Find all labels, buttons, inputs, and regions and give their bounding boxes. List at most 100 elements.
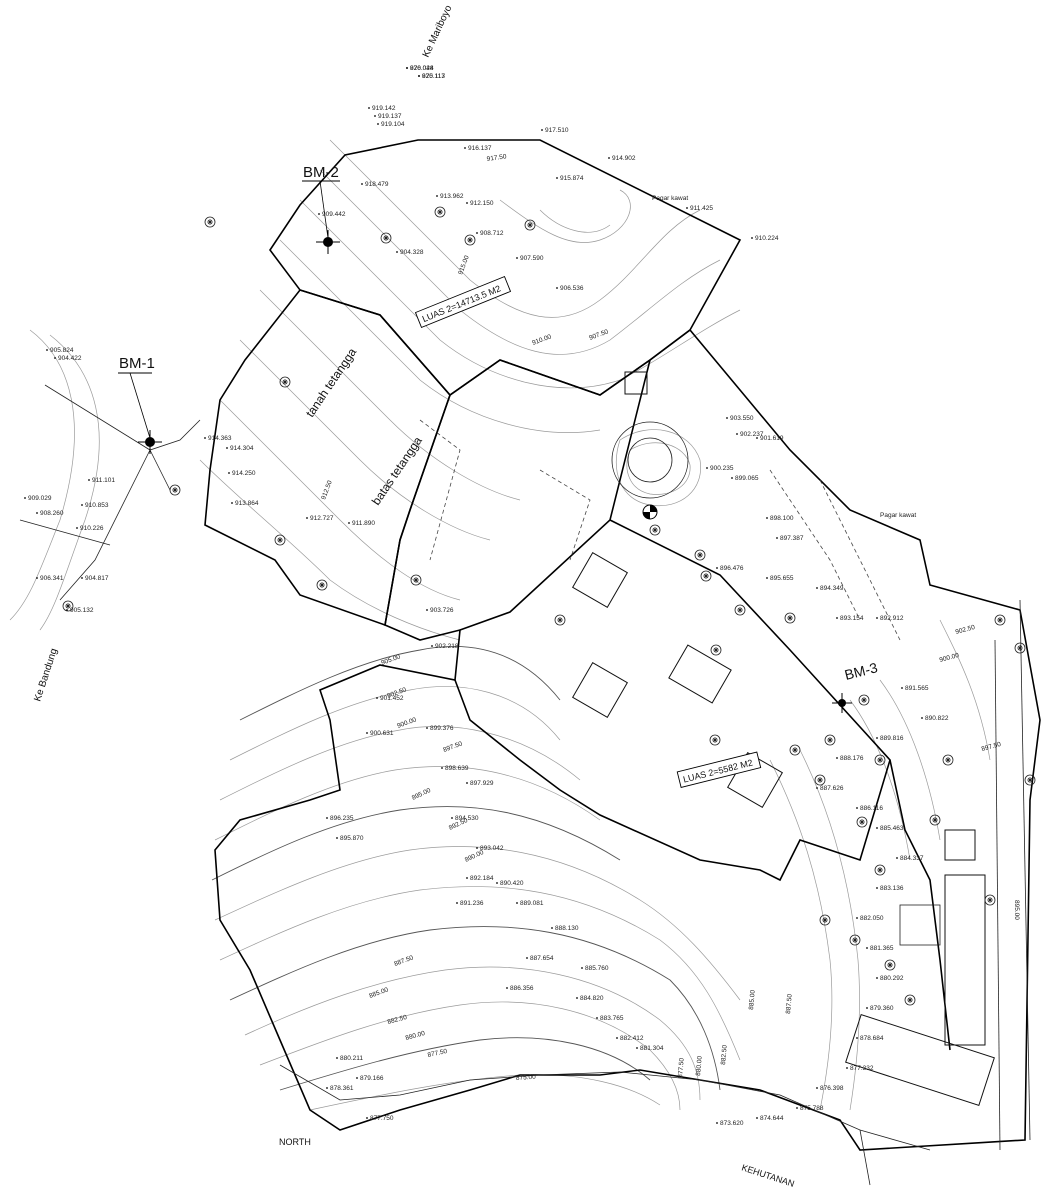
tree-icon-detail xyxy=(945,757,951,763)
tree-icon-detail xyxy=(1027,777,1033,783)
tree-icon xyxy=(434,206,446,218)
spot-height-point xyxy=(81,577,83,579)
spot-height-point xyxy=(431,645,433,647)
bm2-label: BM-2 xyxy=(303,164,339,181)
property-boundaries xyxy=(19,139,1041,1186)
spot-height-label: 881.365 xyxy=(870,945,894,952)
spot-height-point xyxy=(596,1017,598,1019)
spot-height-label: 918.479 xyxy=(365,181,389,188)
contour-label: 877.50 xyxy=(677,1057,686,1078)
tree-icon-detail xyxy=(787,615,793,621)
main-parcel-boundary xyxy=(214,328,1041,1151)
tree-icon-detail xyxy=(207,219,213,225)
tree-icon xyxy=(279,376,291,388)
spot-height-label: 914.304 xyxy=(230,445,254,452)
spot-height-label: 894.349 xyxy=(820,585,844,592)
contour-label: 910.00 xyxy=(531,333,552,347)
spot-height-point xyxy=(204,437,206,439)
spot-height-label: 880.211 xyxy=(340,1055,363,1062)
spot-height-point xyxy=(856,917,858,919)
spot-height-point xyxy=(836,617,838,619)
luas-1-label: LUAS 2=14713.5 M2 xyxy=(421,283,502,324)
spot-height-label: 900.235 xyxy=(710,465,734,472)
map-labels: BM-1 BM-2 BM-3 Ke Mariboyo Ke Bandung ta… xyxy=(32,3,916,1189)
bm3-marker xyxy=(832,693,852,713)
spot-height-point xyxy=(406,67,408,69)
tree-icon-detail xyxy=(827,737,833,743)
spot-height-point xyxy=(336,837,338,839)
spot-height-point xyxy=(876,977,878,979)
spot-height-point xyxy=(756,437,758,439)
spot-height-label: 899.065 xyxy=(735,475,759,482)
spot-height-label: 877.332 xyxy=(850,1065,874,1072)
tree-icon xyxy=(994,614,1006,626)
tanah-tetangga-label: tanah tetangga xyxy=(303,345,360,419)
spot-height-label: 920.048 xyxy=(410,65,434,72)
spot-height-label: 894.530 xyxy=(455,815,479,822)
spot-height-label: 888.130 xyxy=(555,925,579,932)
spot-height-label: 889.816 xyxy=(880,735,904,742)
spot-height-label: 917.510 xyxy=(545,127,569,134)
spot-height-label: 900.631 xyxy=(370,730,394,737)
tree-symbols xyxy=(62,206,1036,1006)
spot-height-label: 912.150 xyxy=(470,200,494,207)
contour-label: 915.00 xyxy=(457,254,471,275)
spot-height-label: 883.136 xyxy=(880,885,904,892)
contour-label: 877.50 xyxy=(427,1048,448,1059)
spot-height-point xyxy=(901,687,903,689)
spot-height-point xyxy=(46,349,48,351)
tree-icon xyxy=(709,734,721,746)
spot-height-label: 916.137 xyxy=(468,145,492,152)
spot-height-label: 875.113 xyxy=(422,73,445,80)
bm2-marker xyxy=(302,180,340,254)
spot-height-label: 882.412 xyxy=(620,1035,644,1042)
tree-icon-detail xyxy=(852,937,858,943)
spot-height-label: 896.476 xyxy=(720,565,744,572)
tree-icon xyxy=(710,644,722,656)
contour-label: 902.50 xyxy=(955,624,976,636)
spot-height-point xyxy=(377,123,379,125)
spot-height-label: 906.341 xyxy=(40,575,64,582)
spot-height-point xyxy=(876,617,878,619)
spot-height-point xyxy=(66,609,68,611)
building-3 xyxy=(668,644,732,704)
spot-height-label: 911.101 xyxy=(92,477,115,484)
tree-icon-detail xyxy=(437,209,443,215)
spot-height-point xyxy=(526,957,528,959)
spot-height-point xyxy=(326,1087,328,1089)
tree-icon xyxy=(884,959,896,971)
bm1-marker xyxy=(118,372,162,454)
tree-icon-detail xyxy=(877,867,883,873)
spot-height-point xyxy=(726,417,728,419)
tree-icon xyxy=(1014,642,1026,654)
survey-point xyxy=(642,504,658,520)
tree-icon xyxy=(464,234,476,246)
contour-label: 875.00 xyxy=(516,1074,537,1082)
contour-label: 882.50 xyxy=(387,1014,408,1026)
contour-label: 917.50 xyxy=(486,153,507,163)
contour-label: 885.00 xyxy=(748,989,757,1010)
spot-height-label: 888.176 xyxy=(840,755,864,762)
spot-height-label: 887.654 xyxy=(530,955,554,962)
spot-height-label: 898.100 xyxy=(770,515,794,522)
tree-icon-detail xyxy=(383,235,389,241)
spot-height-point xyxy=(846,1067,848,1069)
spot-height-point xyxy=(706,467,708,469)
spot-height-label: 914.250 xyxy=(232,470,256,477)
spot-height-point xyxy=(576,997,578,999)
spot-height-point xyxy=(581,967,583,969)
spot-height-label: 885.463 xyxy=(880,825,904,832)
tree-icon-detail xyxy=(987,897,993,903)
inner-parcel-boundary xyxy=(454,359,891,882)
spot-height-label: 919.137 xyxy=(378,113,402,120)
spot-height-label: 892.184 xyxy=(470,875,494,882)
tree-icon-detail xyxy=(65,603,71,609)
ke-bandung-label: Ke Bandung xyxy=(32,647,59,703)
tree-icon-detail xyxy=(1017,645,1023,651)
spot-height-label: 879.360 xyxy=(870,1005,894,1012)
spot-height-label: 896.235 xyxy=(330,815,354,822)
spot-height-label: 878.361 xyxy=(330,1085,354,1092)
tree-icon xyxy=(734,604,746,616)
spot-height-point xyxy=(751,237,753,239)
spot-height-point xyxy=(716,1122,718,1124)
